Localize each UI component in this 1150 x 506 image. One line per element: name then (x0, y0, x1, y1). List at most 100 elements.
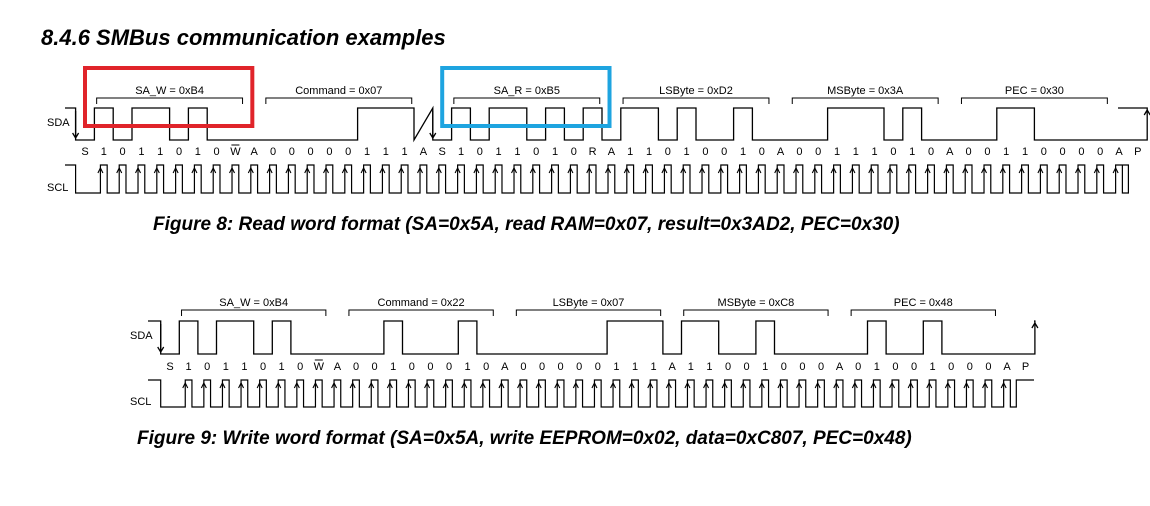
bit-label: 0 (297, 361, 303, 373)
bit-label: A (420, 146, 428, 158)
bit-label: 0 (1097, 146, 1103, 158)
bit-label: 1 (402, 146, 408, 158)
bit-label: 0 (520, 361, 526, 373)
bit-label: 1 (465, 361, 471, 373)
group-label: SA_R = 0xB5 (494, 85, 560, 97)
bit-label: 0 (966, 146, 972, 158)
group-bracket (181, 309, 327, 316)
bit-label: 1 (364, 146, 370, 158)
bit-label: 0 (176, 146, 182, 158)
section-title: 8.4.6 SMBus communication examples (41, 25, 446, 50)
bit-label: A (608, 146, 616, 158)
bit-label: A (669, 361, 677, 373)
sda-label: SDA (47, 117, 70, 129)
bit-label: R (589, 146, 597, 158)
bit-label: 0 (744, 361, 750, 373)
bit-label: 1 (496, 146, 502, 158)
bit-label: 0 (702, 146, 708, 158)
bit-label: 0 (984, 146, 990, 158)
group-bracket (791, 97, 939, 104)
group-bracket (96, 97, 244, 104)
figure-8-timing-diagram: SDA SCL SA_W = 0xB4 Command = 0x07 SA_R = 0x… (47, 66, 1150, 194)
bit-label: 1 (834, 146, 840, 158)
highlight-box (440, 66, 612, 128)
bit-label: 1 (138, 146, 144, 158)
highlight-box (83, 66, 255, 128)
bit-label: 0 (326, 146, 332, 158)
group-label: Command = 0x07 (295, 85, 382, 97)
bit-label: W (230, 146, 241, 158)
bit-label: 0 (372, 361, 378, 373)
bit-label: 1 (390, 361, 396, 373)
group-bracket (960, 97, 1108, 104)
bit-label: P (1022, 361, 1029, 373)
bit-label: W (314, 361, 325, 373)
bit-label: A (1003, 361, 1011, 373)
bit-label: 1 (279, 361, 285, 373)
scl-waveform (148, 379, 1034, 408)
bit-label: 1 (1022, 146, 1028, 158)
bit-label: 1 (740, 146, 746, 158)
group-label: PEC = 0x48 (894, 297, 953, 309)
scl-label: SCL (47, 182, 68, 194)
bit-label: 1 (872, 146, 878, 158)
bit-label: 0 (1060, 146, 1066, 158)
group-label: SA_W = 0xB4 (135, 85, 204, 97)
figure-9-caption: Figure 9: Write word format (SA=0x5A, wr… (137, 428, 912, 449)
bit-label: 1 (195, 146, 201, 158)
group-label: MSByte = 0xC8 (718, 297, 795, 309)
bit-label: 0 (725, 361, 731, 373)
bit-label: 1 (651, 361, 657, 373)
group-bracket (683, 309, 829, 316)
bit-label: P (1134, 146, 1141, 158)
bit-label: 0 (892, 361, 898, 373)
bit-label: 0 (855, 361, 861, 373)
sda-label: SDA (130, 330, 153, 342)
bit-label: 1 (223, 361, 229, 373)
bit-label: 0 (595, 361, 601, 373)
bit-label: 0 (721, 146, 727, 158)
bit-label: 0 (289, 146, 295, 158)
bit-label: 0 (818, 361, 824, 373)
bit-label: 1 (458, 146, 464, 158)
bit-label: 1 (241, 361, 247, 373)
bit-label: 1 (909, 146, 915, 158)
bit-label: 0 (665, 146, 671, 158)
bit-label: 1 (186, 361, 192, 373)
bit-label: S (166, 361, 173, 373)
bit-label: 0 (427, 361, 433, 373)
group-bracket (850, 309, 996, 316)
bit-label: 0 (483, 361, 489, 373)
bit-label: 1 (762, 361, 768, 373)
bit-label: 0 (409, 361, 415, 373)
bit-label: 1 (706, 361, 712, 373)
bit-label: 0 (260, 361, 266, 373)
bit-label: 0 (539, 361, 545, 373)
bit-label: 0 (967, 361, 973, 373)
bit-label: A (836, 361, 844, 373)
group-label: LSByte = 0x07 (553, 297, 625, 309)
bit-label: 0 (477, 146, 483, 158)
bit-label: 1 (157, 146, 163, 158)
bit-label: 1 (383, 146, 389, 158)
bit-label: 0 (345, 146, 351, 158)
bit-label: 1 (613, 361, 619, 373)
bit-label: 0 (985, 361, 991, 373)
bit-label: A (251, 146, 259, 158)
bit-label: 1 (874, 361, 880, 373)
bit-label: 1 (853, 146, 859, 158)
bit-label: 0 (1078, 146, 1084, 158)
group-label: LSByte = 0xD2 (659, 85, 733, 97)
bit-label: 0 (533, 146, 539, 158)
group-label: PEC = 0x30 (1005, 85, 1064, 97)
bit-label: 1 (632, 361, 638, 373)
bit-label: 0 (558, 361, 564, 373)
bit-label: 0 (353, 361, 359, 373)
bit-label: 0 (948, 361, 954, 373)
bit-label: 1 (514, 146, 520, 158)
bit-label: 1 (684, 146, 690, 158)
bit-label: 0 (571, 146, 577, 158)
bit-label: 0 (576, 361, 582, 373)
